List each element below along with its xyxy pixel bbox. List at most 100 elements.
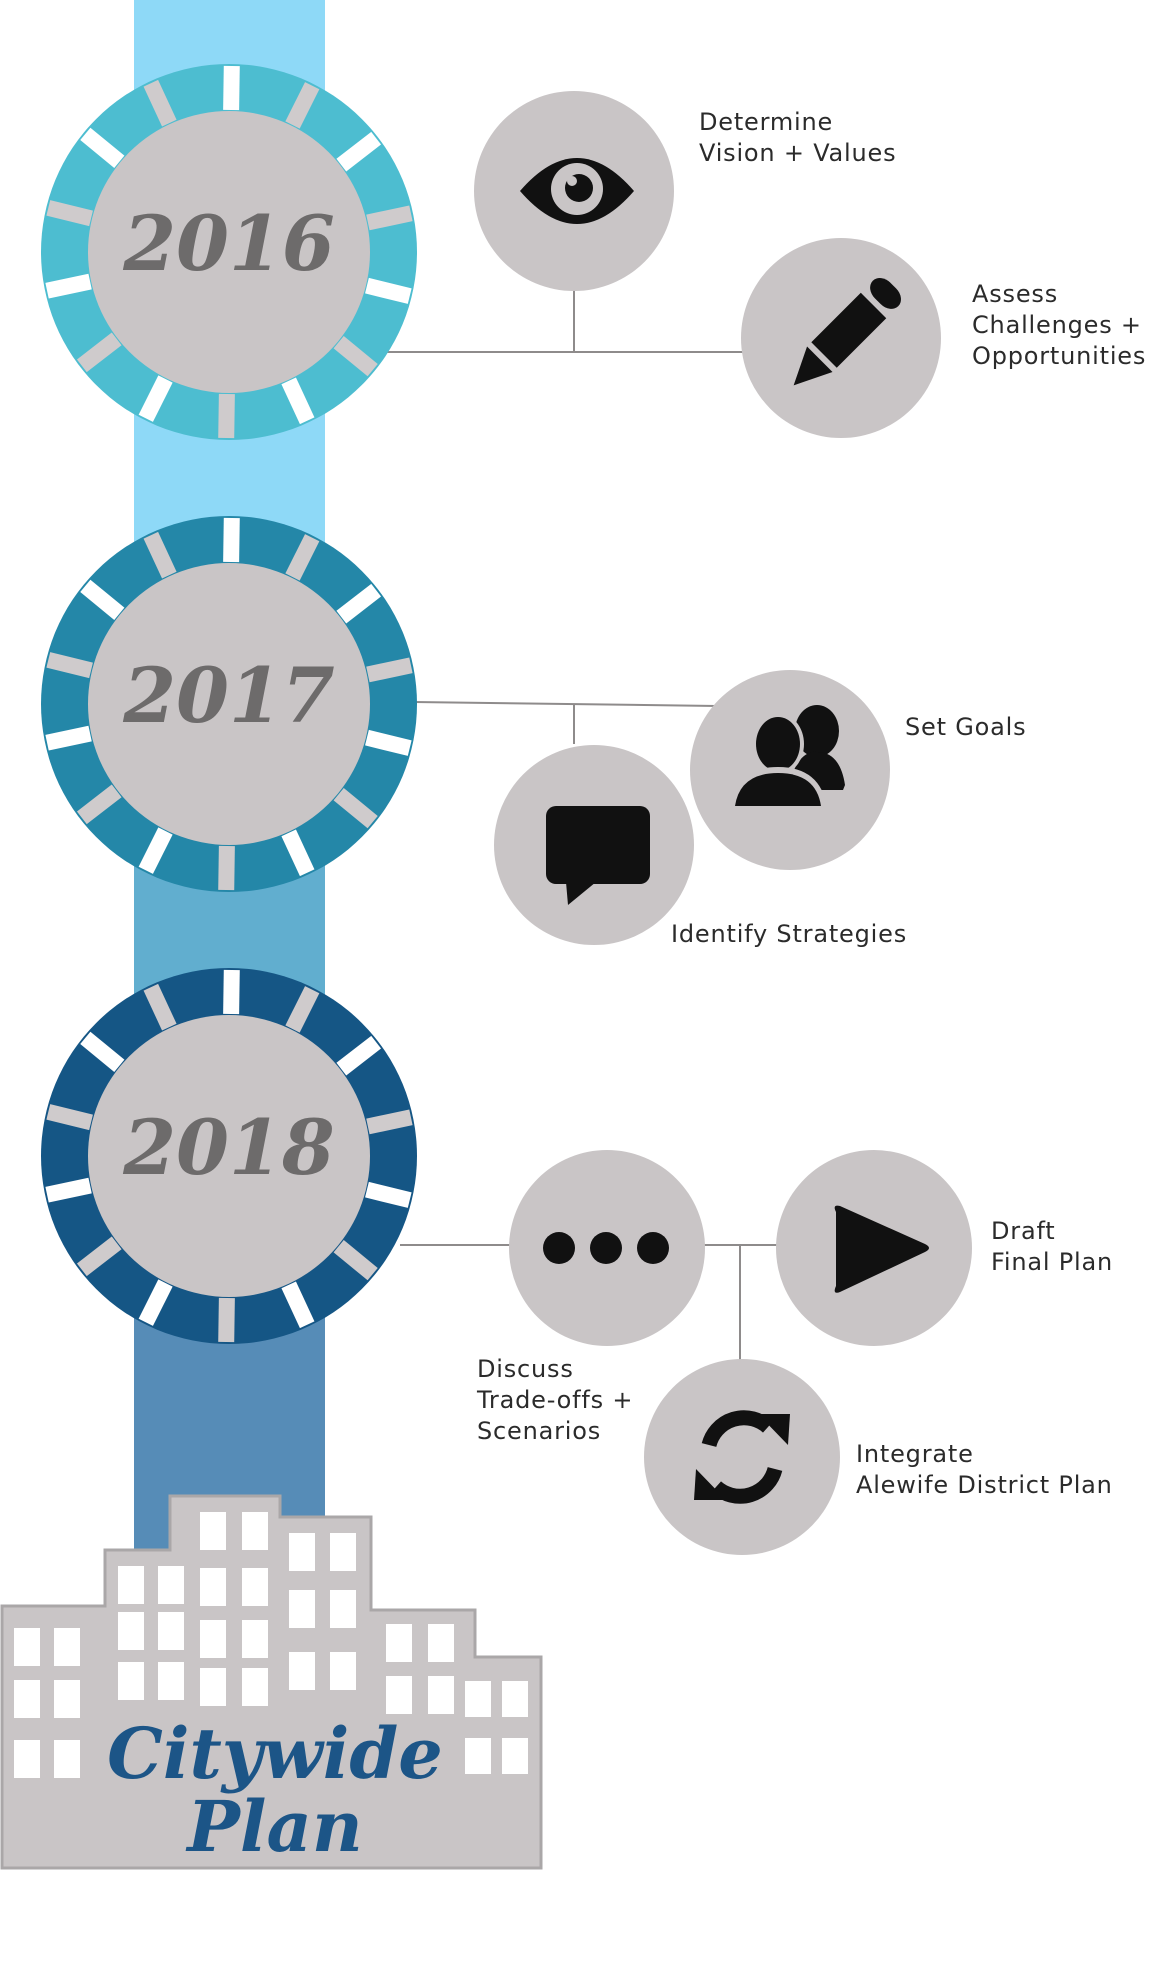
label-draft-final-plan: Draft Final Plan (991, 1217, 1113, 1276)
window (330, 1533, 356, 1571)
gear-tooth (365, 729, 412, 756)
citywide-buildings: Citywide Plan (0, 1494, 543, 1870)
gear-teeth (45, 65, 413, 439)
play-icon (834, 1205, 929, 1293)
gear-center (88, 111, 370, 393)
window (386, 1624, 412, 1662)
gear-tooth (138, 827, 173, 874)
gear-tooth (45, 725, 92, 751)
window (289, 1590, 315, 1628)
gear-tooth (365, 1181, 412, 1208)
gear-tooth (285, 986, 320, 1033)
window (242, 1668, 268, 1706)
gear-tooth (46, 1104, 93, 1131)
step-integrate (644, 1359, 840, 1555)
gear-tooth (336, 1035, 382, 1076)
window (200, 1568, 226, 1606)
gear-tooth (80, 579, 125, 620)
window (54, 1740, 80, 1778)
people-icon (728, 705, 845, 811)
window (14, 1740, 40, 1778)
window (54, 1680, 80, 1718)
gear-teeth (45, 969, 413, 1343)
window (14, 1628, 40, 1666)
gear-tooth (223, 969, 240, 1015)
window (118, 1662, 144, 1700)
year-label: 2018 (122, 1103, 335, 1192)
gear-tooth (46, 652, 93, 679)
ellipsis-icon (543, 1232, 669, 1264)
step-strategies (494, 745, 694, 945)
gear-tooth (218, 845, 235, 891)
window (242, 1568, 268, 1606)
citywide-label-line2: Plan (185, 1785, 362, 1868)
step-vision (474, 91, 674, 291)
gear-tooth (143, 983, 177, 1031)
gear-tooth (138, 1279, 173, 1326)
window (54, 1628, 80, 1666)
gear-tooth (333, 788, 378, 829)
step-discuss (509, 1150, 705, 1346)
gear-tooth (138, 375, 173, 422)
label-determine-vision: Determine Vision + Values (699, 108, 897, 167)
year-gear-2017: 2017 (41, 516, 417, 892)
gear-tooth (285, 82, 320, 129)
gear-tooth (333, 336, 378, 377)
gear-tooth (218, 1297, 235, 1343)
gear-tooth (281, 829, 315, 877)
window (158, 1662, 184, 1700)
window (502, 1681, 528, 1717)
building-windows (14, 1512, 528, 1778)
window (200, 1512, 226, 1550)
gear-center (88, 563, 370, 845)
speech-bubble-icon (546, 806, 650, 905)
window (502, 1738, 528, 1774)
gear-tooth (46, 200, 93, 227)
window (158, 1566, 184, 1604)
step-draft (776, 1150, 972, 1346)
eye-icon (520, 158, 634, 224)
gear-tooth (80, 1031, 125, 1072)
window (242, 1620, 268, 1658)
gear-tooth (45, 273, 92, 299)
window (330, 1590, 356, 1628)
gear-tooth (333, 1240, 378, 1281)
pencil-icon (793, 278, 901, 386)
window (289, 1652, 315, 1690)
gear-tooth (143, 79, 177, 127)
gear-tooth (281, 1281, 315, 1329)
window (118, 1566, 144, 1604)
label-discuss-tradeoffs: Discuss Trade-offs + Scenarios (477, 1355, 634, 1445)
label-integrate-alewife: Integrate Alewife District Plan (856, 1440, 1113, 1499)
gear-tooth (281, 377, 315, 425)
gear-tooth (336, 583, 382, 624)
gear-tooth (76, 784, 122, 825)
gear-tooth (366, 205, 413, 231)
icon-circle (644, 1359, 840, 1555)
gear-tooth (76, 332, 122, 373)
gear-tooth (223, 517, 240, 563)
window (465, 1681, 491, 1717)
window (330, 1652, 356, 1690)
window (14, 1680, 40, 1718)
year-gear-2016: 2016 (41, 64, 417, 440)
step-assess (741, 238, 941, 438)
window (289, 1533, 315, 1571)
gear-tooth (285, 534, 320, 581)
window (200, 1620, 226, 1658)
year-label: 2016 (122, 199, 335, 288)
label-set-goals: Set Goals (905, 713, 1027, 741)
window (428, 1624, 454, 1662)
gear-teeth (45, 517, 413, 891)
gear-tooth (80, 127, 125, 168)
window (465, 1738, 491, 1774)
gear-tooth (223, 65, 240, 111)
step-set-goals (690, 670, 890, 870)
gear-tooth (366, 1109, 413, 1135)
refresh-icon (701, 1410, 783, 1504)
year-gear-2018: 2018 (41, 968, 417, 1344)
window (386, 1676, 412, 1714)
gear-tooth (45, 1177, 92, 1203)
window (118, 1612, 144, 1650)
gear-tooth (365, 277, 412, 304)
